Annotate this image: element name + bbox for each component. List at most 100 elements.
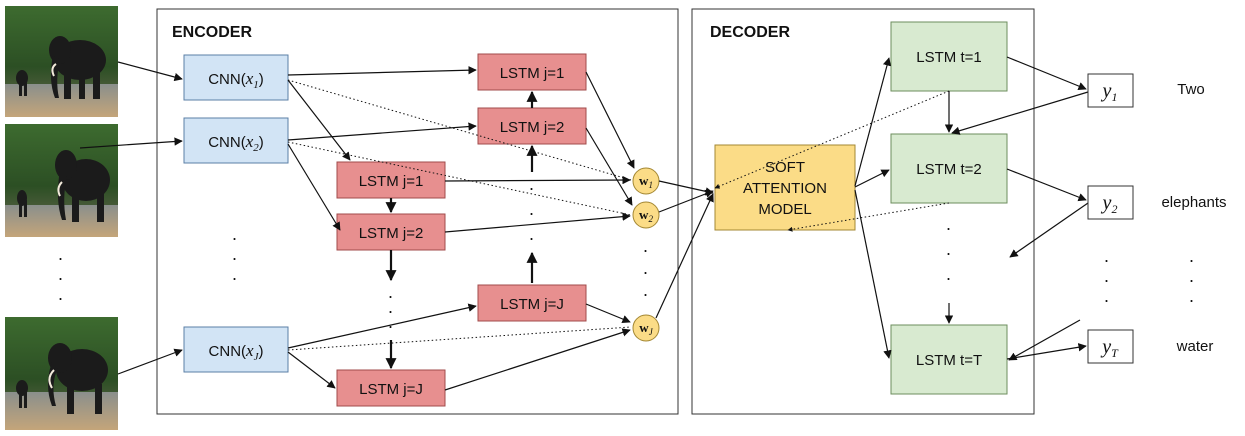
weight-node-2: w2 (632, 201, 660, 229)
frames-ellipsis: . (58, 284, 63, 304)
output-word: Two (1177, 81, 1205, 98)
weight-node-J: wJ (632, 314, 660, 342)
decoder-to-output-arrow (1006, 168, 1087, 202)
lstm-to-weight-arrow (585, 127, 633, 206)
weight-ellipsis: . (643, 236, 648, 256)
cnn-label: CNN(x1) (208, 69, 264, 91)
cnn-to-weight-dotted (287, 141, 632, 216)
output-ellipsis: . (1104, 286, 1109, 306)
lstm-encoder-forward-1: LSTM j=1 (336, 161, 446, 199)
decoder-to-output-arrow (1006, 56, 1087, 91)
cnn-to-lstm-arrow (287, 79, 351, 161)
output-word: elephants (1161, 194, 1226, 211)
lstm-label: LSTM j=J (500, 296, 564, 313)
lstm-encoder-forward-J: LSTM j=J (336, 369, 446, 407)
lstm-encoder-backward-J: LSTM j=J (477, 284, 587, 322)
lstm-label: LSTM j=J (359, 381, 423, 398)
lstm-label: LSTM t=2 (916, 161, 981, 178)
lstm-decoder-2: LSTM t=2 (890, 133, 1008, 204)
decoder-title: DECODER (710, 24, 790, 41)
forward-ellipsis: . (388, 282, 393, 302)
decoder-ellipsis: . (946, 239, 951, 259)
word-ellipsis: . (1189, 286, 1194, 306)
cnn-box-2: CNN(x2) (183, 117, 289, 164)
cnn-ellipsis: . (232, 264, 237, 284)
cnn-to-lstm-arrow (287, 143, 341, 231)
elephant-frame-icon (17, 150, 110, 222)
frames-ellipsis: . (58, 244, 63, 264)
lstm-label: LSTM j=2 (500, 119, 565, 136)
output-word: water (1176, 338, 1214, 355)
frame-to-cnn-arrow (117, 61, 183, 82)
frame-to-cnn-arrow (79, 137, 183, 149)
decoder-to-output-arrow (1006, 343, 1087, 360)
lstm-label: LSTM t=T (916, 352, 982, 369)
attention-label-line: MODEL (758, 201, 811, 218)
cnn-box-3: CNN(xJ) (183, 326, 289, 373)
video-frame-2 (5, 124, 118, 237)
word-ellipsis: . (1189, 266, 1194, 286)
forward-ellipsis: . (388, 312, 393, 332)
cnn-to-lstm-arrow (287, 66, 477, 76)
frames-ellipsis: . (58, 264, 63, 284)
soft-attention-model: SOFT ATTENTION MODEL (714, 144, 856, 231)
output-ellipsis: . (1104, 246, 1109, 266)
cnn-label: CNN(x2) (208, 132, 264, 154)
attention-label-line: SOFT (765, 159, 805, 176)
lstm-to-weight-arrow (585, 71, 635, 169)
weight-label: wJ (639, 320, 653, 337)
weight-node-1: w1 (632, 167, 660, 195)
video-frame-3 (5, 317, 118, 430)
output-symbol: y1 (1101, 80, 1118, 104)
cnn-to-lstm-arrow (287, 122, 477, 141)
lstm-encoder-forward-2: LSTM j=2 (336, 213, 446, 251)
frame-to-cnn-arrow (117, 348, 183, 375)
attention-to-decoder-arrow (854, 57, 892, 187)
weight-to-attention-arrow (655, 193, 714, 319)
decoder-to-attention-dotted (787, 202, 950, 232)
output-to-decoder-arrow (1009, 202, 1089, 258)
decoder-panel (691, 8, 1035, 415)
weight-ellipsis: . (643, 258, 648, 278)
encoder-title: ENCODER (172, 24, 252, 41)
cnn-to-weight-dotted (287, 326, 632, 351)
lstm-encoder-backward-1: LSTM j=1 (477, 53, 587, 91)
output-token-T: yT (1087, 329, 1134, 364)
lstm-to-weight-arrow (444, 175, 631, 185)
output-symbol: y2 (1101, 192, 1118, 216)
decoder-ellipsis: . (946, 214, 951, 234)
lstm-to-weight-arrow (444, 328, 631, 391)
backward-ellipsis: . (529, 199, 534, 219)
cnn-box-1: CNN(x1) (183, 54, 289, 101)
decoder-ellipsis: . (946, 264, 951, 284)
cnn-to-lstm-arrow (287, 303, 477, 349)
weight-ellipsis: . (643, 280, 648, 300)
cnn-ellipsis: . (232, 224, 237, 244)
lstm-decoder-T: LSTM t=T (890, 324, 1008, 395)
elephant-frame-icon (16, 343, 108, 414)
backward-ellipsis: . (529, 224, 534, 244)
weight-to-attention-arrow (658, 180, 714, 196)
cnn-ellipsis: . (232, 244, 237, 264)
lstm-label: LSTM j=1 (359, 173, 424, 190)
lstm-label: LSTM t=1 (916, 49, 981, 66)
attention-label-line: ATTENTION (743, 180, 827, 197)
lstm-to-weight-arrow (444, 212, 631, 233)
lstm-label: LSTM j=1 (500, 65, 565, 82)
output-token-2: y2 (1087, 185, 1134, 220)
word-ellipsis: . (1189, 246, 1194, 266)
output-to-decoder-arrow (1008, 319, 1081, 361)
attention-to-decoder-arrow (854, 189, 892, 359)
cnn-label: CNN(xJ) (209, 341, 264, 363)
weight-to-attention-arrow (658, 189, 714, 213)
backward-ellipsis: . (529, 174, 534, 194)
lstm-decoder-1: LSTM t=1 (890, 21, 1008, 92)
lstm-encoder-backward-2: LSTM j=2 (477, 107, 587, 145)
output-ellipsis: . (1104, 266, 1109, 286)
cnn-to-lstm-arrow (287, 351, 336, 389)
output-token-1: y1 (1087, 73, 1134, 108)
attention-to-decoder-arrow (854, 169, 890, 188)
output-to-decoder-arrow (951, 91, 1089, 135)
output-symbol: yT (1100, 336, 1119, 360)
